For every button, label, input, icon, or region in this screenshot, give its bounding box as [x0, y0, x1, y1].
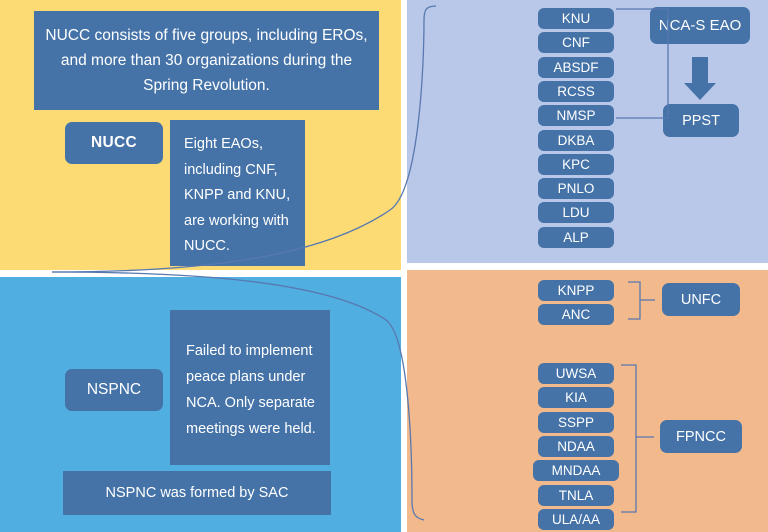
- org-pill[interactable]: KNPP: [538, 280, 614, 301]
- org-pill[interactable]: KNU: [538, 8, 614, 29]
- org-pill[interactable]: RCSS: [538, 80, 614, 102]
- fpncc-box[interactable]: FPNCC: [660, 420, 742, 453]
- org-pill[interactable]: UWSA: [538, 363, 614, 384]
- org-pill[interactable]: SSPP: [538, 411, 614, 433]
- org-pill[interactable]: TNLA: [538, 484, 614, 506]
- org-pill[interactable]: KIA: [538, 387, 614, 409]
- org-pill[interactable]: ULA/AA: [538, 508, 614, 530]
- eight-eaos-note-box: Eight EAOs, including CNF, KNPP and KNU,…: [170, 120, 305, 266]
- nucc-label-box[interactable]: NUCC: [65, 122, 163, 164]
- org-pill[interactable]: NDAA: [538, 435, 614, 457]
- nspnc-label-box[interactable]: NSPNC: [65, 369, 163, 411]
- org-pill[interactable]: DKBA: [538, 129, 614, 151]
- org-pill[interactable]: NMSP: [538, 105, 614, 127]
- org-pill[interactable]: ABSDF: [538, 56, 614, 78]
- unfc-box[interactable]: UNFC: [662, 283, 740, 316]
- nspnc-formed-box: NSPNC was formed by SAC: [63, 471, 331, 515]
- org-pill[interactable]: LDU: [538, 202, 614, 224]
- nspnc-statement-box: Failed to implement peace plans under NC…: [170, 310, 330, 465]
- org-pill[interactable]: CNF: [538, 32, 614, 54]
- nca-s-eao-box[interactable]: NCA-S EAO: [650, 7, 750, 44]
- org-pill[interactable]: ALP: [538, 226, 614, 248]
- ppst-box[interactable]: PPST: [663, 104, 739, 137]
- nucc-statement-box: NUCC consists of five groups, including …: [34, 11, 379, 110]
- org-pill[interactable]: KPC: [538, 153, 614, 175]
- org-pill[interactable]: ANC: [538, 304, 614, 326]
- org-pill[interactable]: PNLO: [538, 178, 614, 200]
- org-pill[interactable]: MNDAA: [533, 460, 619, 482]
